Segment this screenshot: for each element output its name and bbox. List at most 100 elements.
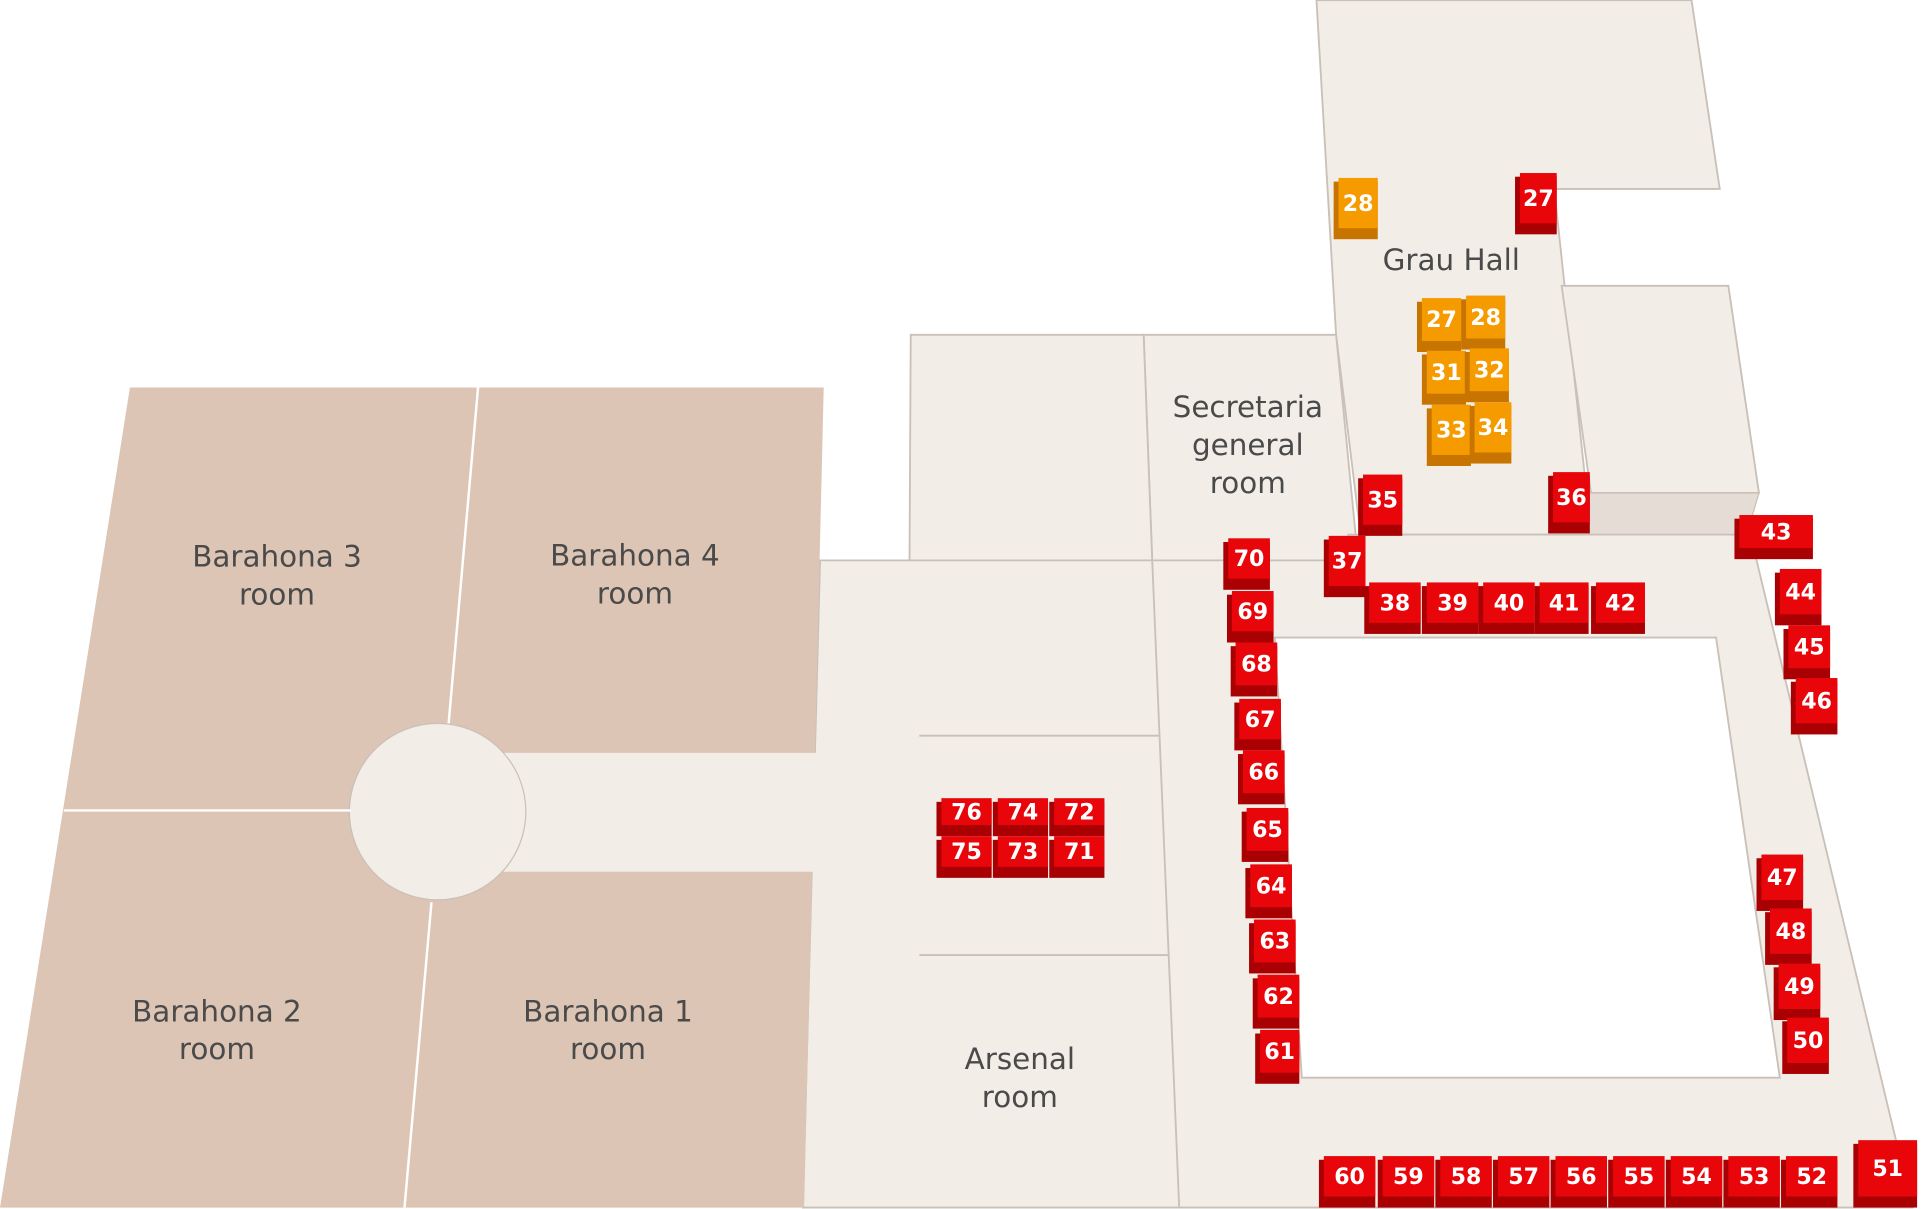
booth-red-57[interactable]: 57 <box>1492 1156 1550 1208</box>
booth-orange-31[interactable]: 31 <box>1421 350 1467 405</box>
booth-red-69[interactable]: 69 <box>1226 591 1274 643</box>
booth-number: 46 <box>1801 689 1832 714</box>
booth-red-72[interactable]: 72 <box>1049 798 1105 837</box>
booth-orange-28[interactable]: 28 <box>1461 295 1506 350</box>
booth-red-41[interactable]: 41 <box>1534 582 1589 634</box>
booth-orange-27[interactable]: 27 <box>1416 298 1462 352</box>
booth-number: 31 <box>1431 361 1462 386</box>
booth-number: 76 <box>951 800 982 825</box>
booth-red-54[interactable]: 54 <box>1665 1156 1723 1208</box>
booth-number: 36 <box>1556 486 1587 511</box>
booth-red-65[interactable]: 65 <box>1241 807 1289 862</box>
booth-number: 33 <box>1436 419 1467 444</box>
booth-number: 69 <box>1237 600 1268 625</box>
booth-red-56[interactable]: 56 <box>1550 1156 1607 1208</box>
booth-red-66[interactable]: 66 <box>1238 750 1285 805</box>
booth-number: 61 <box>1264 1040 1295 1065</box>
booth-red-73[interactable]: 73 <box>992 836 1049 878</box>
booth-number: 55 <box>1624 1165 1655 1190</box>
booth-red-55[interactable]: 55 <box>1608 1156 1665 1208</box>
booth-red-71[interactable]: 71 <box>1049 836 1105 878</box>
booth-orange-33[interactable]: 33 <box>1426 404 1471 466</box>
booth-red-67[interactable]: 67 <box>1234 698 1281 751</box>
booth-red-63[interactable]: 63 <box>1249 919 1296 974</box>
booth-number: 74 <box>1008 800 1039 825</box>
booth-orange-34[interactable]: 34 <box>1469 402 1512 464</box>
booth-red-51[interactable]: 51 <box>1853 1140 1918 1208</box>
booth-red-76[interactable]: 76 <box>936 798 992 837</box>
booth-red-42[interactable]: 42 <box>1591 582 1645 634</box>
booth-number: 52 <box>1796 1165 1827 1190</box>
booth-number: 27 <box>1523 187 1554 212</box>
booth-red-47[interactable]: 47 <box>1756 854 1804 911</box>
booth-red-49[interactable]: 49 <box>1773 963 1821 1021</box>
booth-red-61[interactable]: 61 <box>1255 1029 1300 1084</box>
booth-number: 42 <box>1605 591 1636 616</box>
booth-number: 72 <box>1064 800 1095 825</box>
booth-number: 66 <box>1248 761 1279 786</box>
booth-number: 63 <box>1259 930 1290 955</box>
booth-number: 40 <box>1494 591 1525 616</box>
booth-number: 39 <box>1437 591 1468 616</box>
booth-red-35[interactable]: 35 <box>1358 474 1403 536</box>
booth-number: 43 <box>1761 520 1792 545</box>
booth-red-62[interactable]: 62 <box>1252 974 1300 1029</box>
booth-red-64[interactable]: 64 <box>1245 864 1292 919</box>
booth-number: 73 <box>1008 840 1039 865</box>
booth-number: 68 <box>1241 653 1272 678</box>
booth-red-74[interactable]: 74 <box>992 798 1049 837</box>
booth-number: 71 <box>1064 840 1095 865</box>
booth-number: 41 <box>1549 591 1580 616</box>
booth-number: 47 <box>1767 866 1798 891</box>
booth-red-39[interactable]: 39 <box>1421 582 1479 634</box>
booth-number: 60 <box>1334 1165 1365 1190</box>
booth-number: 27 <box>1426 308 1457 333</box>
booth-red-46[interactable]: 46 <box>1790 678 1838 735</box>
booth-orange-32[interactable]: 32 <box>1464 348 1509 403</box>
booth-number: 56 <box>1566 1165 1597 1190</box>
booth-red-40[interactable]: 40 <box>1478 582 1535 634</box>
booth-red-59[interactable]: 59 <box>1377 1156 1435 1208</box>
booth-number: 50 <box>1793 1029 1824 1054</box>
booth-red-60[interactable]: 60 <box>1318 1156 1376 1208</box>
booth-number: 45 <box>1794 636 1825 661</box>
booth-number: 65 <box>1252 818 1283 843</box>
booth-red-44[interactable]: 44 <box>1774 568 1822 626</box>
booth-red-70[interactable]: 70 <box>1223 538 1270 590</box>
booth-red-48[interactable]: 48 <box>1765 908 1812 965</box>
booth-red-36[interactable]: 36 <box>1548 472 1590 534</box>
booth-number: 28 <box>1343 192 1374 217</box>
booth-number: 44 <box>1785 580 1816 605</box>
booth-number: 70 <box>1234 547 1265 572</box>
booth-red-37[interactable]: 37 <box>1323 535 1366 598</box>
booth-red-45[interactable]: 45 <box>1783 625 1831 680</box>
booth-red-38[interactable]: 38 <box>1364 582 1421 634</box>
booth-number: 38 <box>1380 591 1411 616</box>
booth-number: 51 <box>1872 1157 1903 1182</box>
booth-red-52[interactable]: 52 <box>1781 1156 1838 1208</box>
booth-number: 54 <box>1681 1165 1712 1190</box>
booth-red-43[interactable]: 43 <box>1734 515 1813 560</box>
booth-number: 35 <box>1367 488 1398 513</box>
booth-red-75[interactable]: 75 <box>936 836 992 878</box>
booth-number: 59 <box>1393 1165 1424 1190</box>
booth-orange-28[interactable]: 28 <box>1333 177 1378 240</box>
booth-number: 34 <box>1478 416 1509 441</box>
booth-red-27[interactable]: 27 <box>1515 173 1557 235</box>
booth-number: 32 <box>1474 358 1505 383</box>
booth-red-68[interactable]: 68 <box>1230 642 1278 697</box>
booth-red-58[interactable]: 58 <box>1435 1156 1492 1208</box>
booth-number: 37 <box>1332 550 1363 575</box>
booth-red-53[interactable]: 53 <box>1723 1156 1780 1208</box>
booth-number: 49 <box>1784 975 1815 1000</box>
booth-red-50[interactable]: 50 <box>1782 1017 1829 1074</box>
